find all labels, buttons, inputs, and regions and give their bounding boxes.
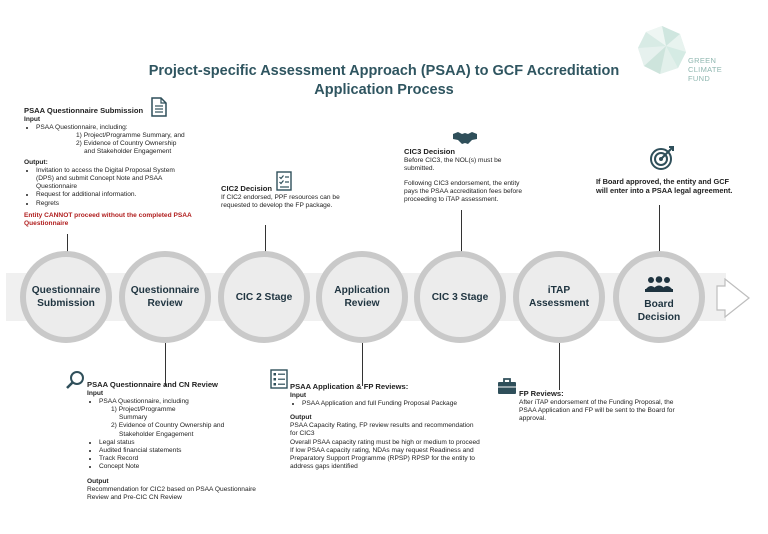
qsub-output-1: Invitation to access the Digital Proposa… [36, 167, 194, 192]
appreview-item-1: PSAA Application and full Funding Propos… [302, 400, 480, 408]
qreview-input-list: PSAA Questionnaire, including [87, 398, 259, 406]
stage-4-label-line2: Review [344, 298, 380, 309]
qsub-warning: Entity CANNOT proceed without the comple… [24, 211, 192, 227]
stage-5-label-line1: CIC 3 Stage [431, 291, 489, 303]
connector-itap [559, 343, 560, 390]
qreview-sub-2a: 2) Evidence of Country Ownership and [111, 422, 225, 430]
title-line-2: Application Process [314, 82, 454, 98]
qsub-input-list: PSAA Questionnaire, including: [24, 124, 194, 132]
process-arrow-head [716, 278, 750, 318]
document-icon [151, 97, 167, 117]
page-title: Project-specific Assessment Approach (PS… [0, 62, 768, 100]
stage-6-label-line1: iTAP [547, 285, 571, 296]
connector-qsub [67, 234, 68, 262]
qsub-heading: PSAA Questionnaire Submission [24, 106, 144, 115]
logo-line-2: CLIMATE [688, 65, 723, 74]
logo-line-1: GREEN [688, 56, 717, 65]
briefcase-icon [498, 378, 516, 394]
cic3-body-1: Before CIC3, the NOL(s) must be submitte… [404, 156, 502, 172]
cic2-heading: CIC2 Decision [221, 184, 273, 193]
connector-board [659, 205, 660, 262]
qreview-sub-2b: Stakeholder Engagement [119, 430, 194, 438]
stage-board-decision: Board Decision [613, 251, 705, 343]
qreview-item-1: PSAA Questionnaire, including [99, 398, 259, 406]
stage-1-label-line2: Submission [37, 298, 95, 309]
qreview-input-list-2: Legal status Audited financial statement… [87, 439, 259, 472]
questionnaire-review-box: PSAA Questionnaire and CN Review Input P… [87, 380, 259, 502]
questionnaire-submission-box: PSAA Questionnaire Submission Input PSAA… [24, 106, 194, 228]
handshake-icon [453, 132, 477, 144]
stage-4-label-line1: Application [334, 285, 390, 296]
cic3-body-2: Following CIC3 endorsement, the entity p… [404, 179, 523, 204]
connector-cic2 [265, 225, 266, 262]
stage-cic2: CIC 2 Stage [218, 251, 310, 343]
list-icon [270, 369, 288, 389]
qsub-output-2: Request for additional information. [36, 191, 194, 199]
appreview-heading: PSAA Application & FP Reviews: [290, 382, 409, 391]
title-line-1: Project-specific Assessment Approach (PS… [148, 63, 620, 79]
qsub-output-list: Invitation to access the Digital Proposa… [24, 167, 194, 208]
stage-3-label-line1: CIC 2 Stage [235, 291, 293, 303]
fp-reviews-box: FP Reviews: After iTAP endorsement of th… [519, 389, 679, 423]
checklist-icon [276, 171, 292, 191]
cic3-heading: CIC3 Decision [404, 147, 456, 156]
appreview-output-1: PSAA Capacity Rating, FP review results … [290, 422, 474, 438]
appreview-output-label: Output [290, 413, 312, 421]
qreview-item-3: Audited financial statements [99, 447, 259, 455]
qreview-output-label: Output [87, 477, 109, 485]
qsub-input-sub2a: 2) Evidence of Country Ownership [76, 140, 177, 148]
qreview-sub-1a: 1) Project/Programme [111, 405, 176, 413]
qsub-output-label: Output: [24, 158, 48, 166]
cic2-decision-box: CIC2 Decision If CIC2 endorsed, PPF reso… [221, 184, 359, 210]
target-icon [650, 146, 674, 170]
people-group-icon [645, 276, 673, 292]
fp-heading: FP Reviews: [519, 389, 564, 398]
appreview-input-list: PSAA Application and full Funding Propos… [290, 400, 480, 408]
qreview-output: Recommendation for CIC2 based on PSAA Qu… [87, 485, 256, 501]
stage-1-label-line1: Questionnaire [31, 285, 101, 296]
cic3-decision-box: CIC3 Decision Before CIC3, the NOL(s) mu… [404, 147, 528, 205]
appreview-output-2: Overall PSAA capacity rating must be hig… [290, 438, 480, 446]
gcf-logo-icon [638, 26, 686, 74]
stage-2-label-line1: Questionnaire [130, 285, 200, 296]
stage-7-label-line1: Board [644, 299, 674, 310]
stage-7-label-line2: Decision [637, 312, 681, 323]
stage-2-label-line2: Review [147, 298, 183, 309]
connector-appreview [362, 343, 363, 386]
qreview-item-2: Legal status [99, 439, 259, 447]
appreview-input-label: Input [290, 391, 307, 399]
connector-qreview [165, 343, 166, 386]
cic2-body: If CIC2 endorsed, PPF resources can be r… [221, 193, 340, 209]
stage-cic3: CIC 3 Stage [414, 251, 506, 343]
appreview-output-3: If low PSAA capacity rating, NDAs may re… [290, 446, 475, 471]
logo-line-3: FUND [688, 74, 711, 83]
fp-body: After iTAP endorsement of the Funding Pr… [519, 398, 675, 422]
qsub-input-sub1: 1) Project/Programme Summary, and [76, 131, 185, 139]
qreview-input-label: Input [87, 389, 104, 397]
board-body: If Board approved, the entity and GCF wi… [596, 177, 733, 196]
qreview-heading: PSAA Questionnaire and CN Review [87, 380, 218, 389]
qsub-input-item: PSAA Questionnaire, including: [36, 124, 194, 132]
qsub-input-sub2b: and Stakeholder Engagement [84, 148, 172, 156]
connector-cic3 [461, 210, 462, 262]
qreview-item-5: Concept Note [99, 463, 259, 471]
stage-6-label-line2: Assessment [528, 298, 590, 309]
qreview-item-4: Track Record [99, 455, 259, 463]
stage-itap-assessment: iTAP Assessment [513, 251, 605, 343]
qsub-input-label: Input [24, 115, 41, 123]
gcf-logo-text: GREEN CLIMATE FUND [688, 56, 722, 83]
magnifier-icon [66, 371, 84, 389]
board-decision-box: If Board approved, the entity and GCF wi… [596, 177, 738, 196]
qsub-output-3: Regrets [36, 200, 194, 208]
qreview-sub-1b: Summary [119, 414, 148, 422]
application-review-box: PSAA Application & FP Reviews: Input PSA… [290, 382, 480, 471]
